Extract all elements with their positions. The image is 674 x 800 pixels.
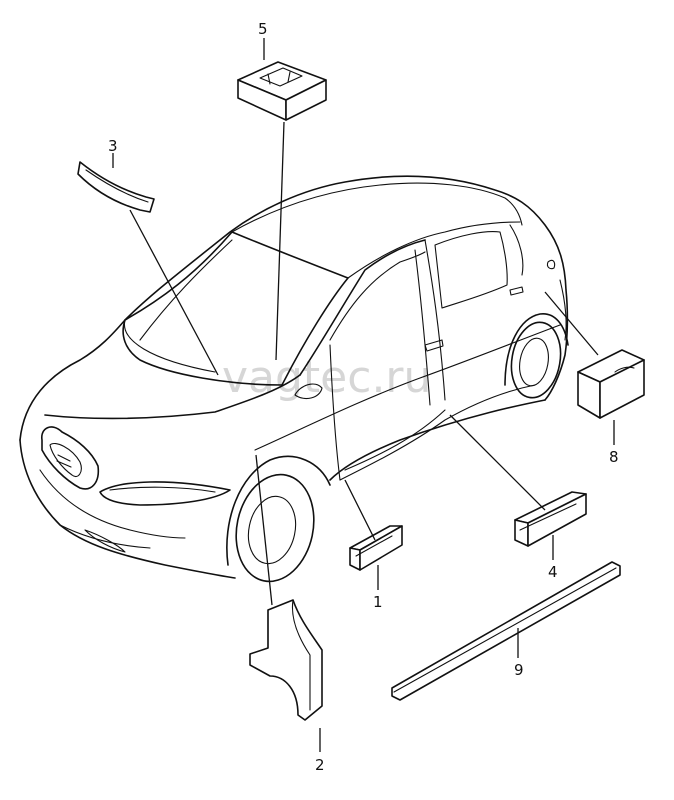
callout-3: 3: [108, 137, 118, 155]
part-3-windshield-strip: [77, 161, 155, 213]
car-body: [19, 175, 569, 583]
part-9-side-strip: [391, 561, 621, 701]
part-5-foam-block: [237, 61, 327, 121]
callout-4: 4: [548, 563, 558, 581]
callout-8: 8: [609, 448, 619, 466]
part-2-front-arch-insert: [249, 599, 323, 721]
part-1-sill-pad: [349, 525, 403, 571]
callout-2: 2: [315, 756, 325, 774]
callout-5: 5: [258, 20, 268, 38]
part-4-sill-pad: [514, 491, 587, 547]
callout-9: 9: [514, 661, 524, 679]
part-8-rear-arch-insert: [577, 349, 645, 419]
callout-1: 1: [373, 593, 383, 611]
watermark: vagtec.ru: [222, 352, 431, 403]
leader-lines: [112, 38, 615, 752]
